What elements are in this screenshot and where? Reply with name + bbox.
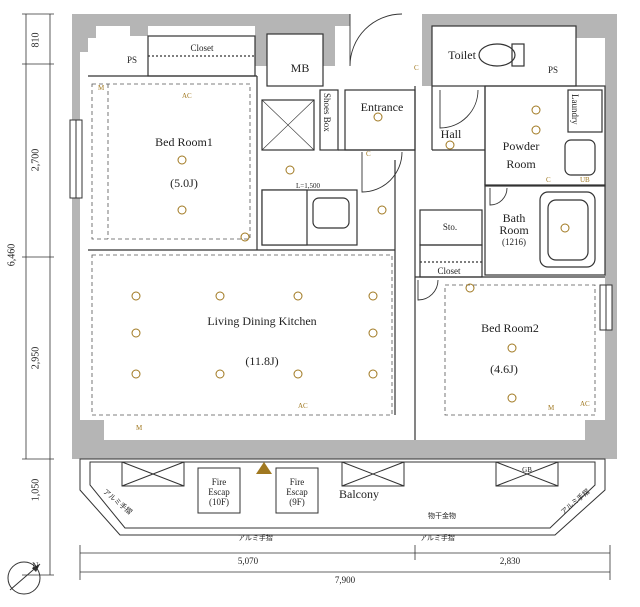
compass-north-label: N (32, 561, 39, 571)
bath-room-size: (1216) (502, 237, 526, 247)
entrance-label: Entrance (360, 100, 404, 114)
bedroom1-size: (5.0J) (170, 176, 198, 190)
dim-2830: 2,830 (499, 556, 521, 566)
storage-label: Sto. (442, 222, 458, 232)
fire-escape-9f-line2: Escap (286, 487, 308, 497)
powder-room-label-1: Powder (502, 139, 540, 153)
entry-arrow (256, 462, 272, 474)
gas-box-label: GB (522, 466, 532, 474)
ldk-size: (11.8J) (245, 354, 279, 368)
dim-2950: 2,950 (30, 346, 42, 370)
ac-symbol-1: AC (182, 92, 192, 100)
meter-symbol-3: M (548, 404, 555, 412)
rail-label-bottom-right: アルミ手摺 (420, 534, 455, 542)
balcony-outline (79, 458, 606, 536)
fire-escape-9f-line1: Fire (289, 477, 305, 487)
dim-7900: 7,900 (334, 575, 356, 585)
light-fixtures (131, 105, 570, 403)
kitchen-length-label: L=1,500 (296, 182, 320, 190)
dimension-lines (22, 13, 611, 580)
mb-label: MB (290, 61, 310, 75)
interior-walls (88, 25, 606, 440)
meter-symbol-1: M (98, 84, 105, 92)
meter-symbol-2: M (136, 424, 143, 432)
dim-1050: 1,050 (30, 478, 42, 502)
bath-room-label-2: Room (499, 223, 529, 237)
shoes-box-label: Shoes Box (322, 93, 332, 132)
bedroom1-label: Bed Room1 (155, 135, 213, 149)
bedroom2-size: (4.6J) (490, 362, 518, 376)
left-window (69, 119, 83, 199)
ps-left-label: PS (126, 55, 138, 65)
ps-right-label: PS (547, 65, 559, 75)
hall-label: Hall (440, 127, 462, 141)
closet-top-label: Closet (190, 43, 214, 53)
toilet-label: Toilet (448, 48, 476, 62)
dim-6460: 6,460 (6, 243, 18, 267)
fire-escape-10f-line1: Fire (211, 477, 227, 487)
powder-room-label-2: Room (506, 157, 536, 171)
compass-icon (7, 561, 41, 595)
c-symbol-1: C (414, 64, 419, 72)
c-symbol-2: C (546, 176, 551, 184)
fire-escape-9f-line3: (9F) (289, 497, 305, 507)
balcony-label: Balcony (339, 487, 379, 501)
ceiling-lines (91, 83, 596, 416)
ub-symbol: UB (580, 176, 590, 184)
exterior-walls (72, 14, 617, 459)
ac-symbol-2: AC (298, 402, 308, 410)
doors (349, 13, 508, 301)
bath-room-label-1: Bath (502, 211, 526, 225)
ldk-label: Living Dining Kitchen (207, 314, 317, 328)
dim-5070: 5,070 (237, 556, 259, 566)
fire-escape-10f-line3: (10F) (209, 497, 229, 507)
dim-2700: 2,700 (30, 148, 42, 172)
bedroom2-label: Bed Room2 (481, 321, 539, 335)
ac-symbol-3: AC (580, 400, 590, 408)
drying-hardware-label: 物干金物 (428, 512, 456, 520)
dim-810: 810 (30, 32, 42, 48)
laundry-label: Laundry (570, 94, 580, 125)
closet-bed2-label: Closet (437, 266, 461, 276)
c-symbol-3: C (366, 150, 371, 158)
fire-escape-10f-line2: Escap (208, 487, 230, 497)
rail-label-bottom-left: アルミ手摺 (238, 534, 273, 542)
right-window (599, 284, 613, 331)
